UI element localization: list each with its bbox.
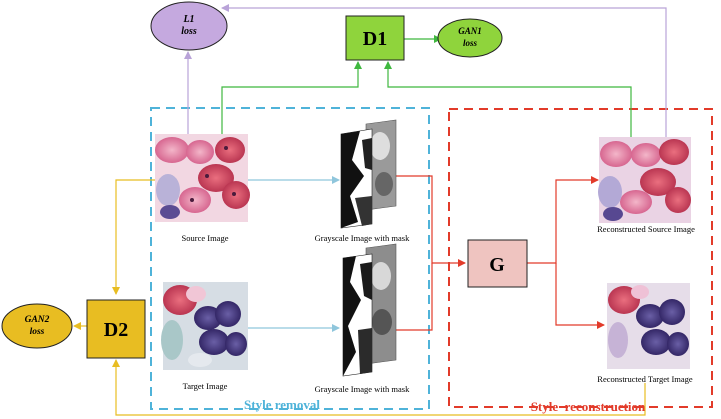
arrow-recon-target-to-d2: [112, 359, 646, 416]
reconstructed-source-caption: Reconstructed Source Image: [597, 224, 695, 234]
source-image: [155, 134, 250, 222]
target-image-caption: Target Image: [183, 381, 228, 391]
arrow-source-to-d2: [112, 179, 155, 295]
gan1-loss-label-2: loss: [463, 38, 478, 48]
gan2-loss-label-2: loss: [30, 327, 45, 337]
gan2-loss-label-1: GAN2: [25, 315, 50, 325]
arrow-g-to-recon-target: [555, 263, 605, 329]
d2-label: D2: [104, 319, 128, 341]
arrow-recon-to-d1: [384, 61, 632, 137]
reconstructed-target-image: [607, 283, 690, 369]
g-label: G: [489, 254, 505, 276]
l1-loss-node: L1 loss: [150, 1, 228, 51]
arrow-g-to-recon-source: [527, 176, 599, 264]
gan2-loss-node: GAN2 loss: [1, 303, 73, 349]
arrow-gray-target-to-g: [394, 263, 433, 331]
grayscale-target-caption: Grayscale Image with mask: [315, 384, 410, 394]
style-removal-label: Style removal: [244, 397, 320, 412]
d1-box: D1: [345, 15, 405, 61]
target-image: [161, 282, 248, 370]
reconstructed-target-caption: Reconstructed Target Image: [597, 374, 693, 384]
reconstructed-source-image: [598, 137, 691, 223]
style-reconstruction-label: Style reconstruction: [531, 399, 646, 414]
g-box: G: [467, 239, 528, 288]
source-image-caption: Source Image: [182, 233, 229, 243]
d1-label: D1: [363, 28, 387, 50]
d2-box: D2: [86, 299, 146, 359]
arrow-source-to-d1: [221, 61, 362, 134]
l1-loss-label-1: L1: [182, 14, 194, 25]
gan1-loss-node: GAN1 loss: [437, 18, 503, 58]
grayscale-source-caption: Grayscale Image with mask: [315, 233, 410, 243]
l1-loss-label-2: loss: [181, 26, 197, 37]
gan1-loss-label-1: GAN1: [458, 26, 482, 36]
style-reconstruction-region: [448, 108, 713, 408]
arrow-gray-source-to-g: [394, 175, 466, 267]
grayscale-source-image: [340, 119, 397, 229]
style-removal-region: [150, 107, 430, 410]
grayscale-target-image: [342, 243, 397, 377]
arrow-recon-to-l1: [221, 4, 667, 137]
